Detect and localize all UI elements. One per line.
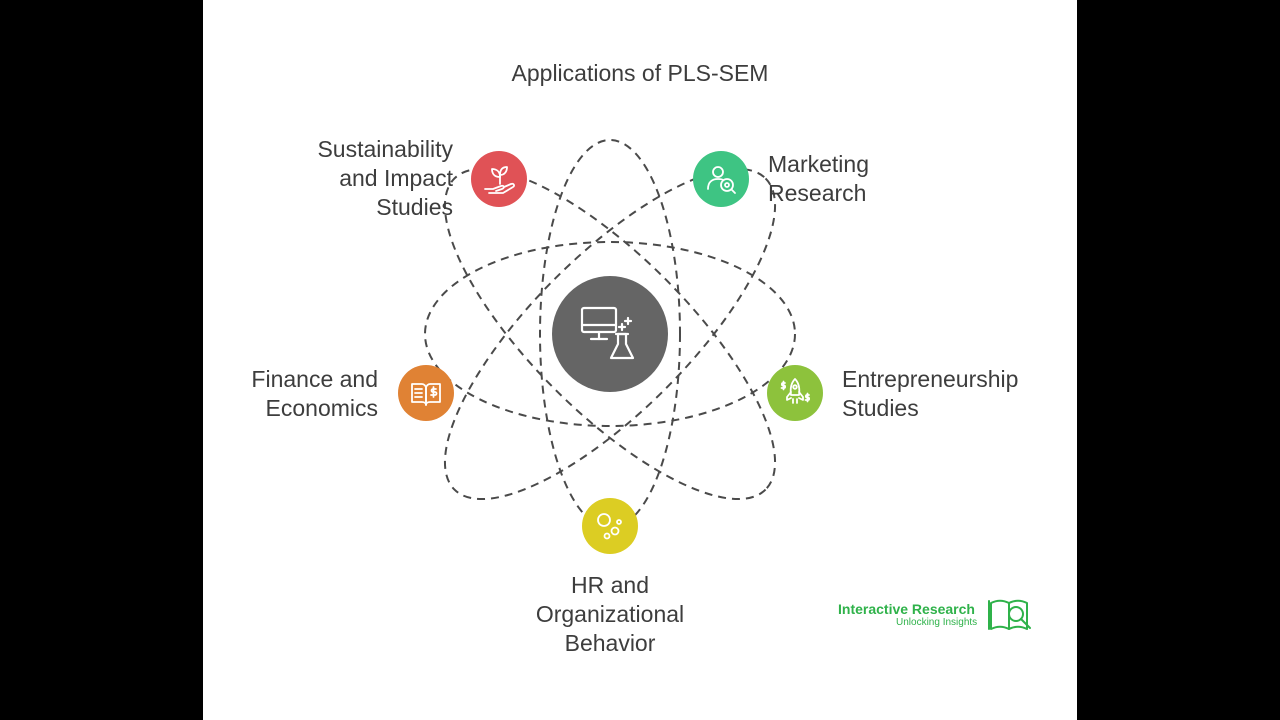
computer-lab-flask-icon [580, 306, 635, 360]
node-entrepreneurship [767, 365, 823, 421]
orbit-diagonal-right [443, 167, 777, 501]
label-sustainability: Sustainability and Impact Studies [317, 136, 453, 220]
node-hr [582, 498, 638, 554]
orbit-horizontal [424, 241, 796, 427]
brand-logo: Interactive Research Unlocking Insights [838, 599, 1038, 633]
logo-name: Interactive Research [838, 601, 975, 617]
rocket-dollar-icon [780, 378, 811, 404]
book-magnifier-icon [988, 599, 1031, 630]
label-entrepreneurship: Entrepreneurship Studies [842, 366, 1019, 421]
user-target-icon [707, 166, 736, 194]
node-sustainability [471, 151, 527, 207]
diagram-title: Applications of PLS-SEM [511, 60, 769, 86]
plant-in-hand-icon [484, 166, 515, 194]
label-finance: Finance and Economics [251, 366, 378, 421]
bubbles-icon [597, 513, 622, 540]
orbit-diagonal-left [443, 167, 777, 501]
label-marketing: Marketing Research [768, 151, 869, 206]
node-finance [398, 365, 454, 421]
label-hr: HR and Organizational Behavior [535, 572, 685, 656]
logo-tagline: Unlocking Insights [896, 617, 978, 628]
center-hub [552, 276, 668, 392]
finance-book-icon [411, 383, 441, 406]
node-marketing [693, 151, 749, 207]
orbit-vertical [539, 139, 681, 529]
